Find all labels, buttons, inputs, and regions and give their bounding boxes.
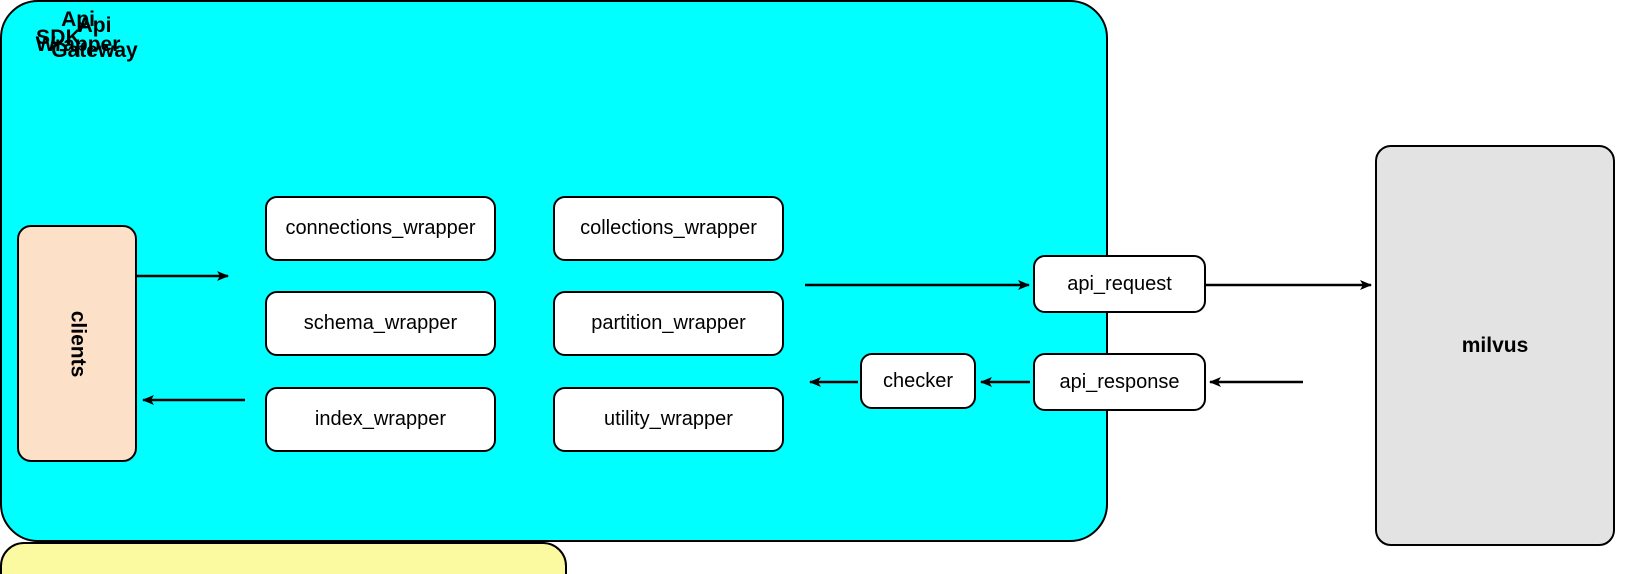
- api-gateway-title: Api Gateway: [51, 14, 138, 62]
- sdk-container[interactable]: SDK: [0, 0, 1108, 542]
- schema-wrapper-box[interactable]: schema_wrapper: [265, 291, 496, 356]
- partition-wrapper-box[interactable]: partition_wrapper: [553, 291, 784, 356]
- milvus-label: milvus: [1461, 333, 1529, 357]
- checker-box[interactable]: checker: [860, 353, 976, 409]
- utility-wrapper-label: utility_wrapper: [604, 408, 733, 430]
- api-request-label: api_request: [1067, 272, 1172, 295]
- api-wrapper-title: Api Wrapper: [35, 8, 121, 56]
- schema-wrapper-label: schema_wrapper: [303, 312, 458, 334]
- clients-label: clients: [66, 310, 89, 377]
- api-request-box[interactable]: api_request: [1033, 255, 1206, 313]
- utility-wrapper-box[interactable]: utility_wrapper: [553, 387, 784, 452]
- index-wrapper-box[interactable]: index_wrapper: [265, 387, 496, 452]
- clients-box[interactable]: clients: [17, 225, 137, 462]
- api-response-label: api_response: [1059, 370, 1180, 393]
- connections-wrapper-box[interactable]: connections_wrapper: [265, 196, 496, 261]
- collections-wrapper-box[interactable]: collections_wrapper: [553, 196, 784, 261]
- sdk-title: SDK: [36, 26, 81, 49]
- api-wrapper-container[interactable]: Api Wrapper: [0, 8, 567, 574]
- index-wrapper-label: index_wrapper: [314, 408, 447, 430]
- connections-wrapper-label: connections_wrapper: [285, 217, 476, 239]
- api-response-box[interactable]: api_response: [1033, 353, 1206, 411]
- partition-wrapper-label: partition_wrapper: [591, 312, 746, 334]
- checker-label: checker: [882, 369, 954, 392]
- collections-wrapper-label: collections_wrapper: [580, 217, 757, 239]
- milvus-box[interactable]: milvus: [1375, 145, 1615, 546]
